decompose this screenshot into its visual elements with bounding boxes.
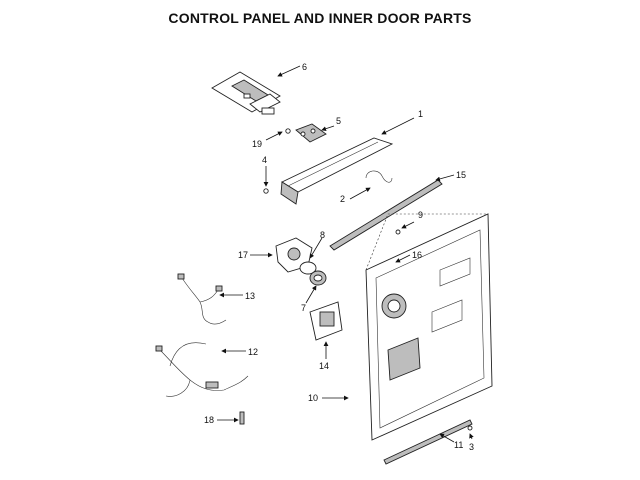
callout-13: 13 [245, 291, 255, 301]
part-9-screw [395, 229, 401, 235]
callout-18: 18 [204, 415, 214, 425]
part-12-harness [155, 342, 249, 397]
callout-6: 6 [302, 62, 307, 72]
callout-7: 7 [301, 303, 306, 313]
callout-labels: 1 2 3 4 5 6 7 8 9 10 11 12 13 14 15 16 1… [204, 62, 474, 452]
part-10-inner-door [365, 213, 493, 441]
callout-12: 12 [248, 347, 258, 357]
part-5-switch [295, 123, 327, 143]
callout-2: 2 [340, 194, 345, 204]
part-3-screw [467, 425, 473, 431]
callout-1: 1 [418, 109, 423, 119]
callout-11: 11 [454, 440, 463, 450]
part-2-cable [365, 170, 393, 183]
part-4-screw [263, 188, 269, 194]
callout-3: 3 [469, 442, 474, 452]
part-13-harness [177, 273, 227, 325]
part-7-cap [309, 270, 327, 286]
callout-10: 10 [308, 393, 318, 403]
callout-16: 16 [412, 250, 422, 260]
part-8-gasket [299, 261, 317, 275]
callout-8: 8 [320, 230, 325, 240]
callout-19: 19 [252, 139, 262, 149]
diagram-title: CONTROL PANEL AND INNER DOOR PARTS [168, 10, 472, 26]
callout-14: 14 [319, 361, 329, 371]
part-11-trim [383, 419, 473, 465]
part-19-screw [285, 128, 291, 134]
part-6-ui-bracket [211, 71, 281, 115]
callout-15: 15 [456, 170, 466, 180]
callout-5: 5 [336, 116, 341, 126]
callout-9: 9 [418, 210, 423, 220]
leader-lines [217, 65, 474, 443]
callout-4: 4 [262, 155, 267, 165]
part-18-connector [239, 411, 245, 425]
part-14-control-board [309, 301, 343, 341]
part-1-console [280, 137, 394, 205]
callout-17: 17 [238, 250, 248, 260]
part-15-strip [329, 179, 443, 251]
